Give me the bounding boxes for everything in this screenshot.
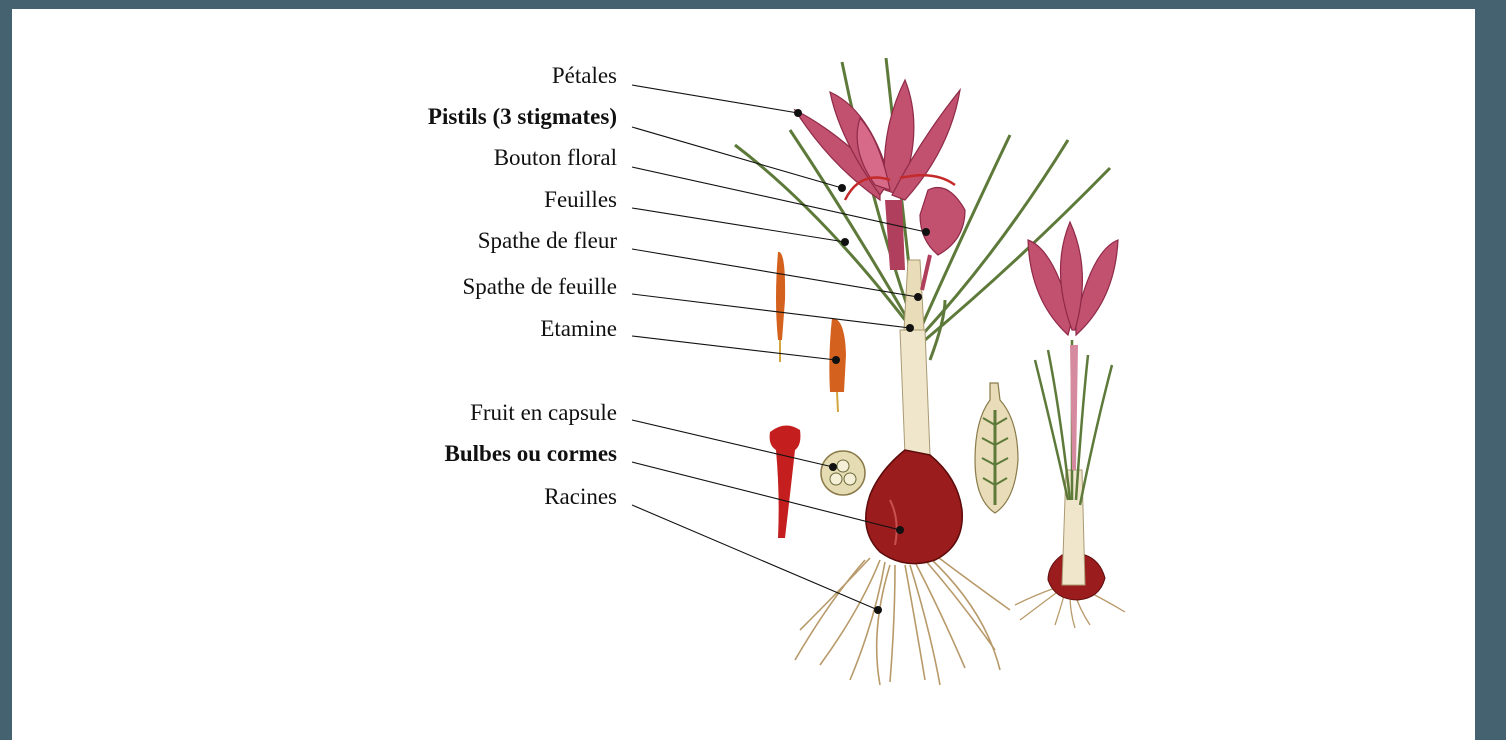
- label-spathe-de-feuille: Spathe de feuille: [462, 275, 617, 298]
- corm: [866, 450, 963, 564]
- label-petales: Pétales: [552, 64, 617, 87]
- roots-main: [795, 555, 1010, 685]
- stigma-detail: [770, 425, 801, 538]
- label-fruit-en-capsule: Fruit en capsule: [470, 401, 617, 424]
- label-etamine: Etamine: [540, 317, 617, 340]
- capsule-cross-section: [821, 451, 865, 495]
- label-racines: Racines: [544, 485, 617, 508]
- label-pistils: Pistils (3 stigmates): [428, 105, 617, 128]
- flower-tube: [885, 200, 905, 270]
- label-bulbes-ou-cormes: Bulbes ou cormes: [445, 442, 618, 465]
- stem: [900, 330, 930, 455]
- capsule-long-section: [975, 383, 1018, 513]
- secondary-plant: [1015, 222, 1125, 628]
- stamen-detail-1: [776, 252, 785, 340]
- stamen-detail-2: [829, 318, 846, 392]
- label-bouton-floral: Bouton floral: [494, 146, 617, 169]
- label-spathe-de-fleur: Spathe de fleur: [478, 229, 617, 252]
- label-feuilles: Feuilles: [544, 188, 617, 211]
